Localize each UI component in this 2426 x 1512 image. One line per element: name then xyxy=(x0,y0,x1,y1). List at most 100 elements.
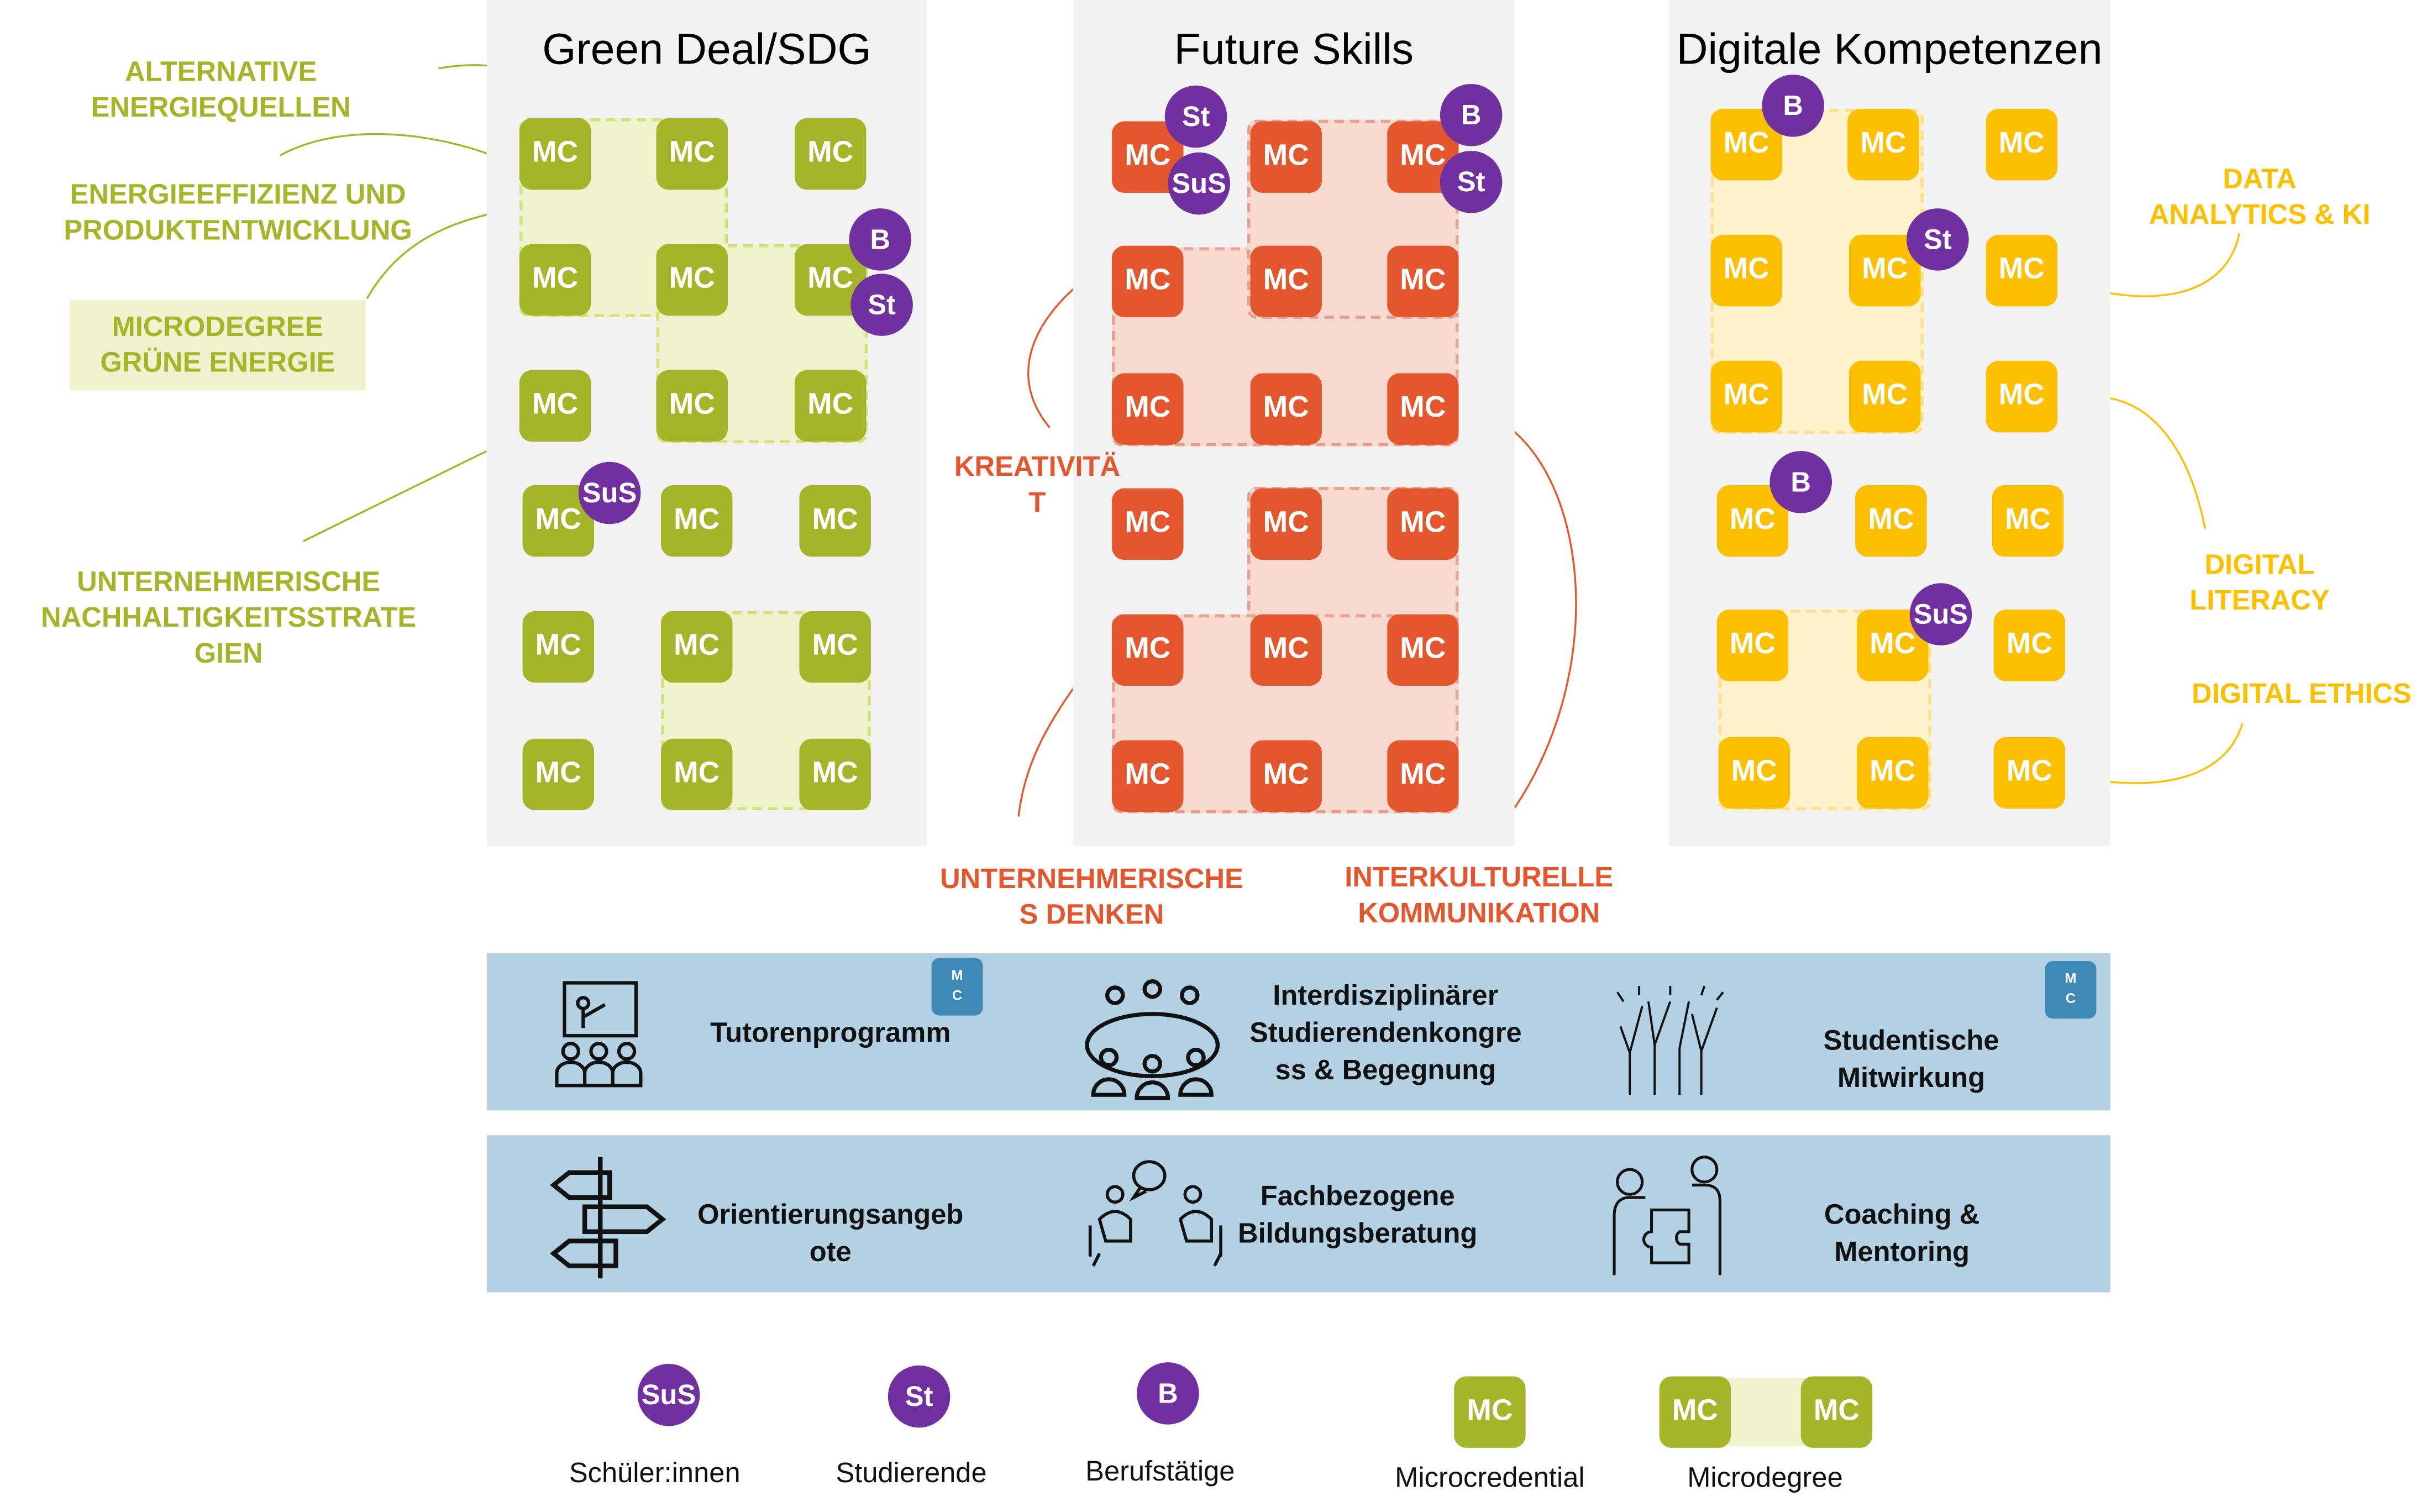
microcredential-box: MC xyxy=(1112,488,1184,560)
target-group-badge: St xyxy=(1440,150,1503,213)
panel-title: Digitale Kompetenzen xyxy=(1676,25,2103,74)
panel-title: Future Skills xyxy=(1174,25,1414,74)
microcredential-box: MC xyxy=(656,370,728,442)
label-alternative-energiequellen: ALTERNATIVE ENERGIEQUELLEN xyxy=(91,56,351,123)
band-community xyxy=(486,953,2110,1111)
connector-kreativitaet xyxy=(1027,279,1085,428)
microcredential-box: MC xyxy=(1112,740,1184,812)
microcredential-box: MC xyxy=(1857,737,1929,809)
legend-st-label: Studierende xyxy=(836,1457,987,1489)
legend-md-box: MC xyxy=(1659,1376,1731,1448)
microcredential-box: MC xyxy=(522,738,594,811)
microcredential-box: MC xyxy=(1986,360,2058,433)
microcredential-box: MC xyxy=(1849,360,1921,433)
microcredential-box: MC xyxy=(1112,245,1184,318)
microcredential-box: MC xyxy=(799,611,871,683)
microcredential-box: MC xyxy=(519,370,591,442)
legend-mc-box: MC xyxy=(1454,1376,1526,1448)
label-kreativitaet: KREATIVITÄ T xyxy=(954,451,1121,518)
item-coaching-mentoring: Coaching & Mentoring xyxy=(1824,1199,1980,1268)
legend-sus-badge: SuS xyxy=(637,1363,700,1426)
item-bildungsberatung: Fachbezogene Bildungsberatung xyxy=(1238,1180,1478,1249)
label-nachhaltigkeitsstrategien: UNTERNEHMERISCHE NACHHALTIGKEITSSTRATE G… xyxy=(41,566,417,669)
microcredential-box: MC xyxy=(1993,610,2066,681)
label-digital-ethics: DIGITAL ETHICS xyxy=(2191,678,2412,710)
connector-digital-literacy xyxy=(2091,395,2207,529)
microcredential-box: MC xyxy=(522,485,594,557)
legend-md-box: MC xyxy=(1800,1376,1873,1448)
microcredential-box: MC xyxy=(1710,360,1782,433)
microcredential-box: MC xyxy=(1250,488,1322,560)
item-studierendenkongress: Interdisziplinärer Studierendenkongre ss… xyxy=(1249,979,1522,1086)
microcredential-box: MC xyxy=(1387,373,1459,445)
legend-md-label: Microdegree xyxy=(1687,1462,1843,1493)
microcredential-box: MC xyxy=(1387,614,1459,686)
legend-st-badge: St xyxy=(888,1365,951,1428)
microcredential-box: MC xyxy=(795,370,867,442)
microcredential-box: MC xyxy=(1387,740,1459,812)
target-group-badge: SuS xyxy=(578,461,641,524)
microcredential-box: MC xyxy=(1710,234,1782,307)
label-microdegree-gruene-energie: MICRODEGREE GRÜNE ENERGIE xyxy=(100,311,335,378)
microcredential-box: MC xyxy=(656,118,728,190)
label-data-analytics: DATA ANALYTICS & KI xyxy=(2149,163,2371,230)
label-digital-literacy: DIGITAL LITERACY xyxy=(2189,549,2330,616)
microcredential-box: MC xyxy=(1387,245,1459,318)
item-tutorenprogramm: Tutorenprogramm xyxy=(710,1017,951,1048)
signpost-icon xyxy=(550,1157,666,1279)
connector-unternehmerische xyxy=(303,450,487,542)
target-group-badge: St xyxy=(1164,85,1227,148)
item-orientierungsangebote: Orientierungsangeb ote xyxy=(697,1199,964,1268)
microcredential-box: MC xyxy=(1250,740,1322,812)
panel-title: Green Deal/SDG xyxy=(542,25,871,74)
label-energieeffizienz: ENERGIEEFFIZIENZ UND PRODUKTENTWICKLUNG xyxy=(64,179,412,246)
microcredential-box: MC xyxy=(799,485,871,557)
legend-b-badge: B xyxy=(1137,1362,1199,1425)
microcredential-box: MC xyxy=(522,611,594,683)
connector-interkulturelle xyxy=(1482,411,1577,822)
target-group-badge: SuS xyxy=(1168,152,1230,215)
legend-sus-label: Schüler:innen xyxy=(569,1457,741,1489)
target-group-badge: St xyxy=(1907,208,1969,271)
target-group-badge: St xyxy=(850,274,913,336)
mc-tag: M C xyxy=(931,958,983,1016)
target-group-badge: B xyxy=(1440,83,1503,146)
microcredential-box: MC xyxy=(660,485,733,557)
microcredential-box: MC xyxy=(1250,245,1322,318)
mc-tag: M C xyxy=(2045,961,2097,1019)
microcredential-box: MC xyxy=(799,738,871,811)
microcredential-box: MC xyxy=(1250,121,1322,193)
legend-mc-label: Microcredential xyxy=(1395,1462,1585,1493)
microcredential-box: MC xyxy=(1250,373,1322,445)
microcredential-box: MC xyxy=(656,244,728,316)
microcredential-box: MC xyxy=(660,738,733,811)
microcredential-box: MC xyxy=(1250,614,1322,686)
target-group-badge: B xyxy=(849,208,912,271)
microcredential-box: MC xyxy=(1993,737,2066,809)
microcredential-box: MC xyxy=(1855,485,1927,557)
presentation-group-icon xyxy=(555,981,643,1088)
microcredential-box: MC xyxy=(1986,234,2058,307)
puzzle-partners-icon xyxy=(1613,1156,1721,1275)
item-studentische-mitwirkung: Studentische Mitwirkung xyxy=(1823,1025,1999,1094)
target-group-badge: B xyxy=(1762,75,1824,137)
target-group-badge: B xyxy=(1769,451,1832,513)
microcredential-box: MC xyxy=(795,118,867,190)
microcredential-box: MC xyxy=(519,244,591,316)
microcredential-box: MC xyxy=(1986,108,2058,181)
raised-hands-icon xyxy=(1616,985,1724,1095)
microcredential-box: MC xyxy=(1847,108,1919,181)
target-group-badge: SuS xyxy=(1909,583,1972,645)
legend-b-label: Berufstätige xyxy=(1085,1455,1235,1487)
connector-energieeffizienz xyxy=(279,133,501,160)
microcredential-box: MC xyxy=(1112,614,1184,686)
microcredential-box: MC xyxy=(1992,485,2064,557)
microcredential-box: MC xyxy=(1112,373,1184,445)
consultation-chat-icon xyxy=(1088,1160,1222,1267)
microcredential-box: MC xyxy=(1718,737,1790,809)
microcredential-box: MC xyxy=(1387,488,1459,560)
microcredential-box: MC xyxy=(519,118,591,190)
microcredential-box: MC xyxy=(1716,610,1789,681)
